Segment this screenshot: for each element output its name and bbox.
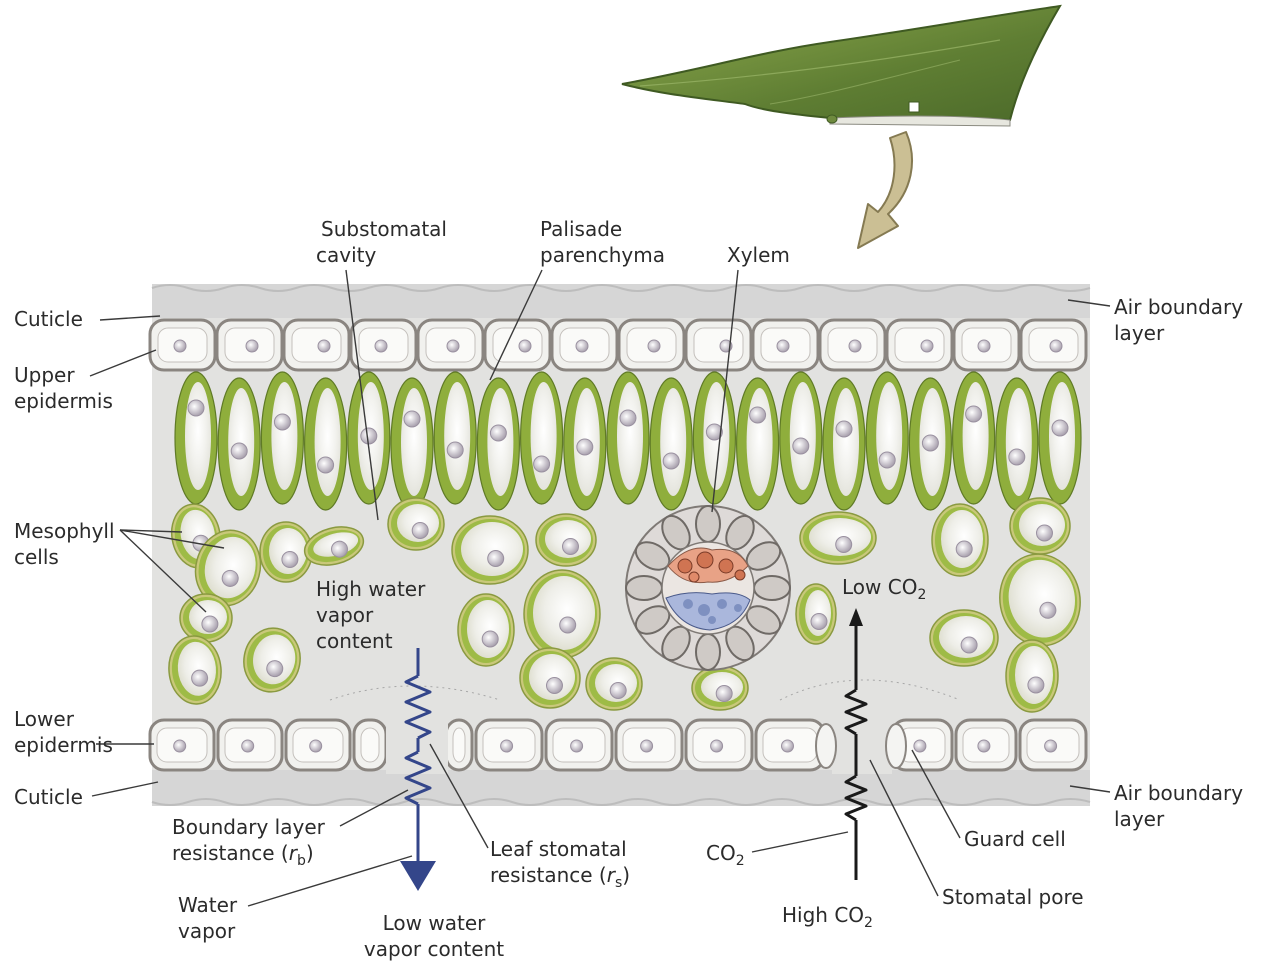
nucleus [534, 456, 550, 472]
nucleus [375, 340, 387, 352]
nucleus [231, 443, 247, 459]
label-high-water-vapor: High water vapor content [316, 576, 425, 654]
vascular-bundle [626, 506, 790, 670]
nucleus [318, 457, 334, 473]
nucleus [310, 740, 322, 752]
nucleus [921, 340, 933, 352]
nucleus [648, 340, 660, 352]
nucleus [1045, 740, 1057, 752]
mesophyll-cell [520, 648, 580, 708]
label-substomatal-cavity: Substomatal cavity [304, 216, 464, 268]
label-xylem: Xylem [727, 242, 790, 268]
nucleus [274, 414, 290, 430]
nucleus [501, 740, 513, 752]
mesophyll-cell [452, 516, 528, 584]
label-lower-epidermis: Lower epidermis [14, 706, 113, 758]
mesophyll-cell [796, 584, 836, 644]
mesophyll-cell [388, 498, 444, 550]
label-leaf-stomatal-resistance: Leaf stomatal resistance (rs) [490, 836, 630, 896]
nucleus [577, 439, 593, 455]
mesophyll-cell [586, 658, 642, 710]
label-air-boundary-top: Air boundary layer [1114, 294, 1243, 346]
label-palisade-parenchyma: Palisade parenchyma [540, 216, 665, 268]
nucleus [793, 438, 809, 454]
label-water-vapor: Water vapor [178, 892, 237, 944]
nucleus [576, 340, 588, 352]
mesophyll-cell [932, 504, 988, 576]
leaf-illustration [622, 6, 1060, 126]
label-high-co2: High CO2 [782, 902, 873, 936]
label-low-co2: Low CO2 [842, 574, 926, 608]
label-upper-epidermis: Upper epidermis [14, 362, 113, 414]
nucleus [777, 340, 789, 352]
nucleus [922, 435, 938, 451]
nucleus [1050, 340, 1062, 352]
nucleus [1009, 449, 1025, 465]
mesophyll-cell [180, 594, 232, 642]
mesophyll-cell [1010, 498, 1070, 554]
nucleus [966, 406, 982, 422]
nucleus [174, 740, 186, 752]
label-guard-cell: Guard cell [964, 826, 1066, 852]
nucleus [978, 740, 990, 752]
nucleus [490, 425, 506, 441]
label-boundary-layer-resistance: Boundary layer resistance (rb) [172, 814, 325, 874]
nucleus [620, 410, 636, 426]
nucleus [836, 421, 852, 437]
label-low-water-vapor: Low water vapor content [344, 910, 524, 962]
mesophyll-cell [930, 610, 998, 666]
nucleus [663, 453, 679, 469]
guard-cell-right [886, 724, 906, 768]
guard-cell-left [816, 724, 836, 768]
nucleus [782, 740, 794, 752]
mesophyll-cell [524, 570, 600, 658]
label-air-boundary-bottom: Air boundary layer [1114, 780, 1243, 832]
mesophyll-cell [536, 514, 596, 566]
nucleus [750, 407, 766, 423]
bundle-sheath-cell [696, 634, 720, 670]
nucleus [188, 400, 204, 416]
nucleus [519, 340, 531, 352]
nucleus [641, 740, 653, 752]
label-mesophyll-cells: Mesophyll cells [14, 518, 115, 570]
mesophyll-cell [1006, 640, 1058, 712]
nucleus [1052, 420, 1068, 436]
label-co2: CO2 [706, 840, 745, 874]
stomatal-pore-right [816, 720, 906, 774]
nucleus [242, 740, 254, 752]
mesophyll-cell [692, 666, 748, 710]
nucleus [914, 740, 926, 752]
nucleus [361, 428, 377, 444]
nucleus [849, 340, 861, 352]
zoom-arrow [858, 132, 912, 248]
lower-epidermis [150, 720, 1086, 770]
label-cuticle-bottom: Cuticle [14, 784, 83, 810]
nucleus [447, 442, 463, 458]
bundle-sheath-cell [626, 576, 662, 600]
mesophyll-cell [458, 594, 514, 666]
nucleus [571, 740, 583, 752]
nucleus [447, 340, 459, 352]
label-cuticle-top: Cuticle [14, 306, 83, 332]
label-stomatal-pore: Stomatal pore [942, 884, 1084, 910]
nucleus [404, 411, 420, 427]
nucleus [978, 340, 990, 352]
nucleus [318, 340, 330, 352]
mesophyll-cell [800, 512, 876, 564]
nucleus [711, 740, 723, 752]
nucleus [246, 340, 258, 352]
nucleus [879, 452, 895, 468]
bundle-sheath-cell [754, 576, 790, 600]
nucleus [174, 340, 186, 352]
bundle-sheath-cell [696, 506, 720, 542]
